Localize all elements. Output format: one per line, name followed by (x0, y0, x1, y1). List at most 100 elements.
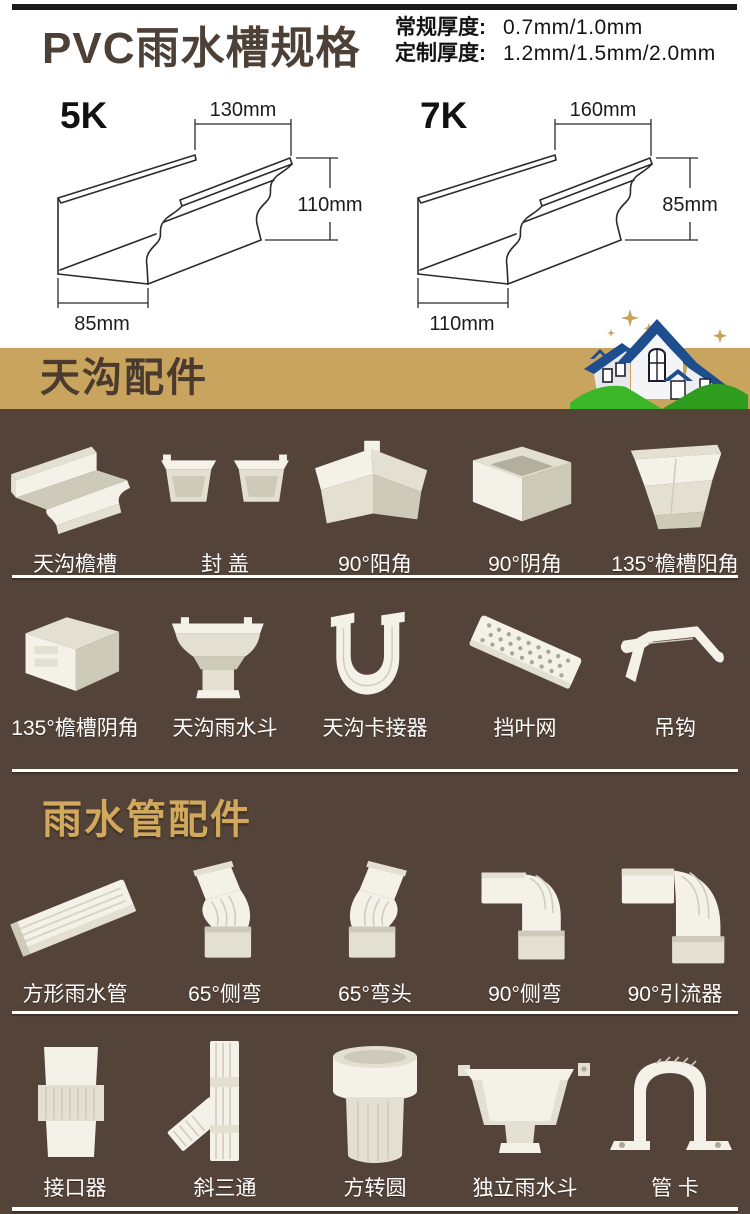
inside-corner-90-icon (472, 446, 572, 522)
product-image (450, 597, 600, 709)
product-label: 管 卡 (651, 1177, 699, 1200)
spec-row-standard: 常规厚度: 0.7mm/1.0mm (395, 15, 716, 41)
elbow-90-side-icon (481, 872, 565, 960)
pipe-clamp-icon (610, 1056, 732, 1150)
divider-line (12, 769, 738, 772)
top-width-dim: 160mm (570, 99, 637, 121)
spec-label: 定制厚度: (395, 42, 486, 65)
product-image (300, 855, 450, 975)
gutter-channel-icon (11, 446, 131, 535)
product-tile: 天沟雨水斗 (150, 597, 300, 742)
product-label: 天沟卡接器 (322, 717, 428, 740)
product-label: 独立雨水斗 (472, 1177, 578, 1200)
product-label: 天沟雨水斗 (172, 717, 278, 740)
product-tile: 65°侧弯 (150, 855, 300, 1008)
product-image (450, 1029, 600, 1169)
top-width-dim: 130mm (210, 99, 277, 121)
product-tile: 135°檐槽阳角 (600, 423, 750, 578)
model-label: 7K (420, 95, 468, 136)
product-tile: 管 卡 (600, 1029, 750, 1202)
product-label: 斜三通 (193, 1177, 257, 1200)
divider-line (12, 575, 738, 578)
spec-value: 0.7mm/1.0mm (503, 16, 643, 39)
product-image (0, 1029, 150, 1169)
product-tile: 天沟檐槽 (0, 423, 150, 578)
product-label: 65°弯头 (338, 983, 412, 1006)
product-tile: 90°阴角 (450, 423, 600, 578)
product-label: 65°侧弯 (188, 983, 262, 1006)
product-tile: 方形雨水管 (0, 855, 150, 1008)
section-title: 天沟配件 (40, 356, 208, 400)
gutter-diagram-7k: 7K 160mm 85mm 110m (398, 86, 743, 341)
product-tile: 65°弯头 (300, 855, 450, 1008)
elbow-65-side-icon (193, 860, 252, 958)
product-label: 135°檐槽阴角 (11, 717, 139, 740)
square-downpipe-icon (10, 879, 137, 957)
product-image (300, 1029, 450, 1169)
section-title: 雨水管配件 (42, 798, 252, 842)
product-image (300, 423, 450, 545)
product-image (450, 855, 600, 975)
product-row: 天沟檐槽 (0, 423, 750, 578)
corner-135-inside-icon (25, 617, 120, 691)
pipe-connector-icon (38, 1047, 104, 1157)
product-label: 90°阳角 (338, 553, 412, 576)
product-image (0, 855, 150, 975)
product-tile: 斜三通 (150, 1029, 300, 1202)
product-image (0, 597, 150, 709)
section-banner-gutter-accessories: 天沟配件 (0, 309, 750, 409)
square-to-round-adapter-icon (333, 1046, 417, 1163)
product-label: 封 盖 (201, 553, 249, 576)
rain-hopper-icon (458, 1063, 590, 1153)
product-image (0, 423, 150, 545)
spec-value: 1.2mm/1.5mm/2.0mm (503, 42, 716, 65)
outside-corner-90-icon (315, 440, 428, 524)
product-image (150, 597, 300, 709)
product-tile: 独立雨水斗 (450, 1029, 600, 1202)
product-image (600, 423, 750, 545)
height-dim: 85mm (662, 194, 718, 216)
flow-diverter-90-icon (621, 868, 725, 964)
product-tile: 封 盖 (150, 423, 300, 578)
corner-135-outside-icon (630, 444, 722, 530)
gutter-clip-icon (330, 611, 405, 695)
product-image (150, 423, 300, 545)
product-label: 方形雨水管 (22, 983, 128, 1006)
bottom-width-dim: 110mm (429, 313, 494, 335)
product-tile: 90°引流器 (600, 855, 750, 1008)
gutter-profile-drawing-icon: 5K 130mm 110mm (57, 95, 363, 335)
product-label: 90°侧弯 (488, 983, 562, 1006)
product-label: 90°阴角 (488, 553, 562, 576)
spec-label: 常规厚度: (395, 16, 486, 39)
spec-row-custom: 定制厚度: 1.2mm/1.5mm/2.0mm (395, 41, 716, 67)
product-image (600, 597, 750, 709)
house-illustration-icon (570, 309, 748, 409)
product-image (600, 855, 750, 975)
top-divider-bar (12, 4, 737, 10)
product-tile: 挡叶网 (450, 597, 600, 742)
thickness-specs: 常规厚度: 0.7mm/1.0mm 定制厚度: 1.2mm/1.5mm/2.0m… (395, 15, 716, 67)
gutter-outlet-icon (171, 617, 264, 699)
product-row: 方形雨水管 65°侧弯 (0, 855, 750, 1008)
height-dim: 110mm (297, 194, 362, 216)
product-label: 方转圆 (343, 1177, 407, 1200)
product-label: 挡叶网 (493, 717, 557, 740)
product-label: 天沟檐槽 (33, 553, 117, 576)
end-cap-pair-icon (161, 454, 289, 502)
y-branch-icon (167, 1041, 239, 1161)
product-row: 接口器 斜三通 (0, 1029, 750, 1202)
product-tile: 135°檐槽阴角 (0, 597, 150, 742)
product-image (150, 1029, 300, 1169)
product-tile: 方转圆 (300, 1029, 450, 1202)
model-label: 5K (60, 95, 108, 136)
product-tile: 90°侧弯 (450, 855, 600, 1008)
product-image (150, 855, 300, 975)
product-label: 135°檐槽阳角 (611, 553, 739, 576)
gutter-profile-drawing-icon: 7K 160mm 85mm 110m (417, 95, 718, 335)
products-area: 天沟檐槽 (0, 409, 750, 1214)
product-row: 135°檐槽阴角 天沟雨水斗 (0, 597, 750, 742)
product-tile: 接口器 (0, 1029, 150, 1202)
gutter-diagram-5k: 5K 130mm 110mm (38, 86, 383, 341)
product-tile: 吊钩 (600, 597, 750, 742)
product-image (600, 1029, 750, 1169)
